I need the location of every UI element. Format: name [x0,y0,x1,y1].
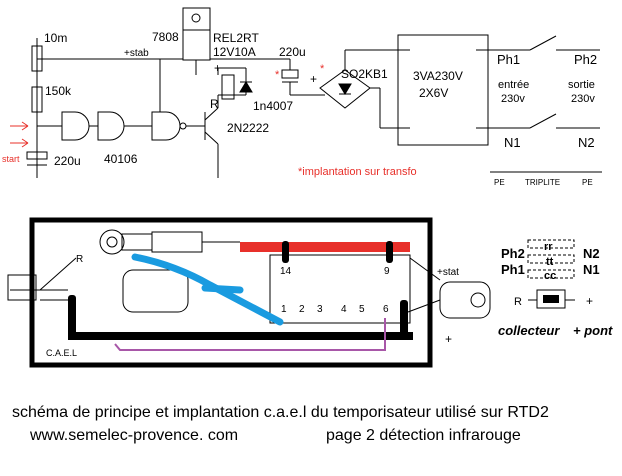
board-r-label: R [76,254,83,265]
caption-website: www.semelec-provence. com [30,427,239,444]
board-labels: R C.A.E.L 14 9 1 2 3 4 5 6 7 +stat + [46,254,459,358]
board-cael-label: C.A.E.L [46,348,77,358]
cael-board [7,217,491,368]
gate-2 [97,111,125,141]
resistor-10m [31,45,43,72]
label-start: start [2,154,20,164]
collector-n2: N2 [583,246,600,261]
label-ph1: Ph1 [497,52,520,67]
regulator-7808 [182,7,211,31]
gate-1 [61,111,90,141]
label-diode: 1n4007 [253,99,293,113]
label-ph2: Ph2 [574,52,597,67]
pin-2: 2 [299,304,305,315]
label-triplite: TRIPLITE [525,178,560,187]
collector-n1: N1 [583,262,600,277]
bridge-rectifier [319,69,371,109]
board-plus-label: + [445,332,452,346]
label-transfo-2: 2X6V [419,86,448,100]
label-triplite-pe1: PE [494,178,505,187]
label-relay-rating: 12V10A [213,45,256,59]
caption-page: page 2 détection infrarouge [326,427,521,444]
label-transistor: 2N2222 [227,121,269,135]
label-n1: N1 [504,135,521,150]
collector-labels: Ph2 Ph1 N2 N1 rr tt cc R + collecteur + … [498,241,613,338]
label-plus-relay: + [214,61,221,75]
stat-label: +stat [437,267,459,278]
relay-coil [221,74,235,100]
label-plus: + [310,72,317,86]
pin-7: 7 [401,304,407,315]
label-sortie: sortie [568,79,595,91]
schematic-wiring [26,7,602,178]
pin-4: 4 [341,304,347,315]
star-mark-1: * [275,69,280,81]
collector-ph1: Ph1 [501,262,525,277]
collector-plus: + [586,294,593,308]
label-relay: REL2RT [213,31,259,45]
collector-cc: cc [544,270,556,282]
caption-line-1: schéma de principe et implantation c.a.e… [12,404,549,421]
start-arrows [10,121,29,148]
label-transfo-1: 3VA230V [413,69,463,83]
label-implantation: *implantation sur transfo [298,166,417,178]
label-n2: N2 [578,135,595,150]
pin-6: 6 [383,304,389,315]
label-cap-filter: 220u [279,45,306,59]
pin-9: 9 [384,266,390,277]
label-sortie-v: 230v [571,93,595,105]
collector-caption: collecteur [498,323,560,338]
label-cap-start: 220u [54,154,81,168]
pin-14: 14 [280,266,292,277]
label-40106: 40106 [104,152,138,166]
pin-1: 1 [281,304,287,315]
star-mark-2: * [320,63,325,75]
pin-3: 3 [317,304,323,315]
collector-r: R [514,296,522,308]
label-150k: 150k [45,84,72,98]
label-relay-r: R [210,97,219,111]
label-10m: 10m [44,31,67,45]
label-entree: entrée [498,79,529,91]
label-7808: 7808 [152,30,179,44]
label-triplite-pe2: PE [582,178,593,187]
collector-ph2: Ph2 [501,246,525,261]
schematic-labels: 10m 150k 220u start 40106 7808 +stab REL… [2,30,597,187]
collector-rr: rr [544,241,553,253]
collector-block [527,239,575,309]
label-stab: +stab [124,48,149,59]
resistor-150k [31,86,43,113]
label-entree-v: 230v [501,93,525,105]
label-bridge: SO2KB1 [341,67,388,81]
pont-caption: + pont [573,323,613,338]
transformer [397,34,489,146]
capacitor-start [26,151,48,160]
gate-3 [151,111,181,141]
capacitor-filter [281,69,299,79]
pin-5: 5 [359,304,365,315]
collector-tt: tt [546,256,554,268]
